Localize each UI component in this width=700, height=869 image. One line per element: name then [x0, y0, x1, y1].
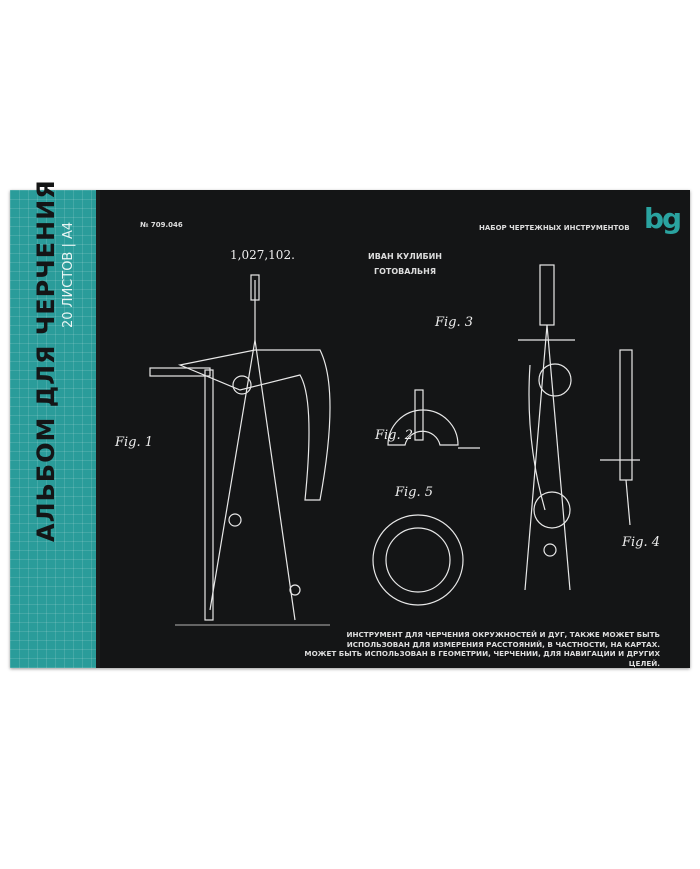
description-line: ИНСТРУМЕНТ ДЛЯ ЧЕРЧЕНИЯ ОКРУЖНОСТЕЙ И ДУ… — [346, 630, 660, 639]
fig5-ring-drawing — [372, 514, 464, 606]
author-name: ИВАН КУЛИБИН — [368, 252, 442, 261]
description-line: ИСПОЛЬЗОВАН ДЛЯ ИЗМЕРЕНИЯ РАССТОЯНИЙ, В … — [346, 639, 660, 649]
fig4-drawing — [600, 349, 640, 526]
description-line: МОЖЕТ БЫТЬ ИСПОЛЬЗОВАН В ГЕОМЕТРИИ, ЧЕРЧ… — [304, 649, 660, 669]
article-number: № 709.046 — [140, 221, 183, 229]
description: ИНСТРУМЕНТ ДЛЯ ЧЕРЧЕНИЯ ОКРУЖНОСТЕЙ И ДУ… — [300, 630, 660, 669]
blueprint-drawing — [149, 264, 640, 626]
fig2-drawing — [387, 389, 480, 449]
fig-5-label: Fig. 5 — [395, 485, 434, 500]
drawing-name: ГОТОВАЛЬНЯ — [373, 267, 437, 276]
series-label: НАБОР ЧЕРТЕЖНЫХ ИНСТРУМЕНТОВ — [479, 224, 630, 232]
fig3-drawing — [518, 264, 575, 591]
album-cover: АЛЬБОМ ДЛЯ ЧЕРЧЕНИЯ 20 ЛИСТОВ | А4 — [10, 179, 690, 669]
patent-number: 1,027,102. — [230, 248, 295, 262]
fig-1-label: Fig. 1 — [115, 435, 154, 450]
fig-2-label: Fig. 2 — [375, 428, 414, 443]
bg-logo: bg — [644, 202, 682, 235]
teal-spine: АЛЬБОМ ДЛЯ ЧЕРЧЕНИЯ 20 ЛИСТОВ | А4 — [10, 179, 100, 668]
fig-3-label: Fig. 3 — [435, 315, 474, 330]
compass-fig1-drawing — [149, 274, 331, 626]
fig-4-label: Fig. 4 — [622, 535, 661, 550]
